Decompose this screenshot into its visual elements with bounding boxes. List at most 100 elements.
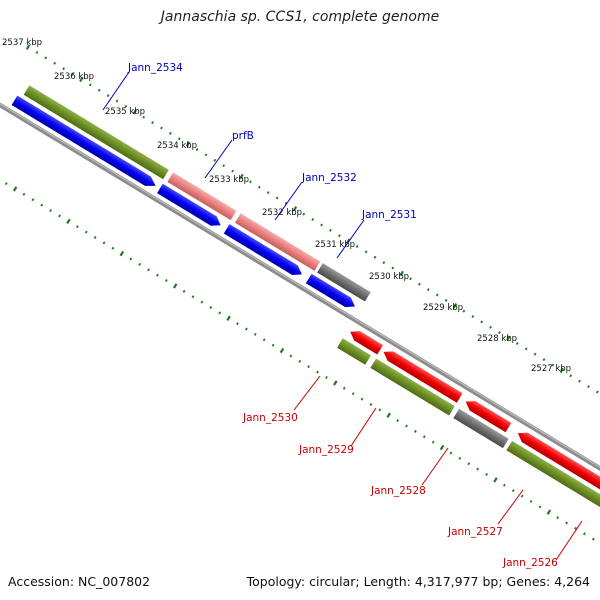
ruler-tick xyxy=(307,365,311,369)
ruler-tick xyxy=(71,72,74,76)
ruler-tick xyxy=(195,148,199,152)
gene-label-jann-2528[interactable]: Jann_2528 xyxy=(370,485,426,497)
ruler-tick xyxy=(204,153,208,157)
ruler-tick xyxy=(156,273,159,277)
ruler-tick xyxy=(53,61,57,65)
ruler-tick xyxy=(49,209,53,213)
ruler-tick xyxy=(493,477,498,483)
gene-label-jann-2532[interactable]: Jann_2532 xyxy=(301,172,357,184)
ruler-tick xyxy=(452,303,458,309)
kbp-label: 2535 kbp xyxy=(105,107,145,117)
gene-jann-2528-gray[interactable] xyxy=(453,408,509,449)
inner-tick-ruler xyxy=(4,182,595,541)
leader-line xyxy=(497,489,524,525)
cds-jann-2528-red[interactable] xyxy=(463,397,512,433)
ruler-tick xyxy=(485,473,488,476)
ruler-tick xyxy=(44,56,48,60)
ruler-tick xyxy=(160,126,163,130)
ruler-tick xyxy=(151,121,154,125)
ruler-tick xyxy=(569,374,573,378)
ruler-tick xyxy=(506,335,511,341)
ruler-tick xyxy=(583,532,586,536)
cds-jann-2534-blue[interactable] xyxy=(11,95,159,191)
ruler-tick xyxy=(373,255,377,259)
ruler-tick xyxy=(520,494,524,498)
ruler-tick xyxy=(257,185,261,189)
gene-jann-2532-pink[interactable] xyxy=(234,213,321,271)
leader-line xyxy=(555,520,583,561)
cds-prfb-blue[interactable] xyxy=(157,183,223,230)
ruler-tick xyxy=(524,347,528,351)
ruler-tick xyxy=(209,305,213,309)
gene-label-jann-2526[interactable]: Jann_2526 xyxy=(502,557,558,569)
leader-line xyxy=(350,407,377,447)
gene-label-jann-2529[interactable]: Jann_2529 xyxy=(298,444,354,456)
kbp-label: 2530 kbp xyxy=(369,272,409,282)
leader-line xyxy=(204,139,233,179)
gene-label-jann-2534[interactable]: Jann_2534 xyxy=(127,62,183,74)
kbp-labels: 2537 kbp 2536 kbp 2535 kbp 2534 kbp 2533… xyxy=(2,38,571,374)
forward-features xyxy=(11,85,371,311)
ruler-tick xyxy=(182,289,186,293)
gene-jann-2534-olive[interactable] xyxy=(23,85,169,180)
ruler-tick xyxy=(502,483,506,487)
cds-jann-2527-red[interactable] xyxy=(515,429,600,492)
ruler-tick xyxy=(147,268,150,272)
kbp-label: 2529 kbp xyxy=(423,303,463,313)
ruler-tick xyxy=(431,440,435,444)
ruler-tick xyxy=(177,137,181,141)
gene-jann-2530-olive[interactable] xyxy=(337,338,371,365)
kbp-label: 2533 kbp xyxy=(209,175,249,185)
gene-label-jann-2527[interactable]: Jann_2527 xyxy=(447,526,503,538)
cds-jann-2531-blue[interactable] xyxy=(305,273,358,311)
gene-prfb-pink[interactable] xyxy=(167,172,237,221)
ruler-tick xyxy=(97,88,101,92)
ruler-tick xyxy=(426,288,430,292)
ruler-tick xyxy=(12,186,18,192)
kbp-label: 2527 kbp xyxy=(531,364,571,374)
ruler-tick xyxy=(542,358,546,362)
cds-jann-2529-red[interactable] xyxy=(381,347,463,403)
ruler-tick xyxy=(231,169,235,173)
ruler-tick xyxy=(414,429,417,433)
leader-line xyxy=(102,71,130,111)
ruler-tick xyxy=(292,206,298,212)
ruler-tick xyxy=(471,315,475,319)
genome-backbone-highlight xyxy=(0,98,600,478)
gene-label-jann-2531[interactable]: Jann_2531 xyxy=(361,209,417,221)
kbp-label: 2531 kbp xyxy=(315,240,355,250)
ruler-tick xyxy=(405,424,408,428)
ruler-tick xyxy=(302,212,306,216)
ruler-tick xyxy=(88,83,92,87)
ruler-tick xyxy=(289,354,293,358)
ruler-tick xyxy=(311,218,315,222)
ruler-tick xyxy=(35,51,39,55)
outer-tick-ruler xyxy=(25,44,599,394)
ruler-tick xyxy=(480,320,484,324)
gene-jann-2531-gray[interactable] xyxy=(317,263,371,302)
kbp-label: 2537 kbp xyxy=(2,38,42,48)
ruler-tick xyxy=(574,526,577,530)
cds-jann-2530-red[interactable] xyxy=(347,327,383,355)
accession-text: Accession: NC_007802 xyxy=(8,574,151,589)
kbp-label: 2536 kbp xyxy=(54,72,94,82)
ruler-tick xyxy=(515,341,519,345)
gene-label-prfb[interactable]: prfB xyxy=(232,130,254,142)
ruler-tick xyxy=(369,402,373,406)
gene-jann-2527-olive[interactable] xyxy=(506,440,600,510)
cds-jann-2532-blue[interactable] xyxy=(223,224,305,279)
ruler-tick xyxy=(378,408,382,412)
ruler-tick xyxy=(106,94,110,98)
ruler-tick xyxy=(138,262,142,266)
ruler-tick xyxy=(84,230,88,234)
ruler-tick xyxy=(253,332,257,336)
ruler-tick xyxy=(236,322,239,326)
gene-label-jann-2530[interactable]: Jann_2530 xyxy=(242,412,298,424)
reverse-features xyxy=(337,327,600,510)
ruler-tick xyxy=(565,521,569,525)
ruler-tick xyxy=(498,331,501,335)
ruler-tick xyxy=(360,397,364,401)
ruler-tick xyxy=(271,343,275,347)
gene-jann-2529-olive[interactable] xyxy=(370,358,455,416)
ruler-tick xyxy=(476,467,480,471)
